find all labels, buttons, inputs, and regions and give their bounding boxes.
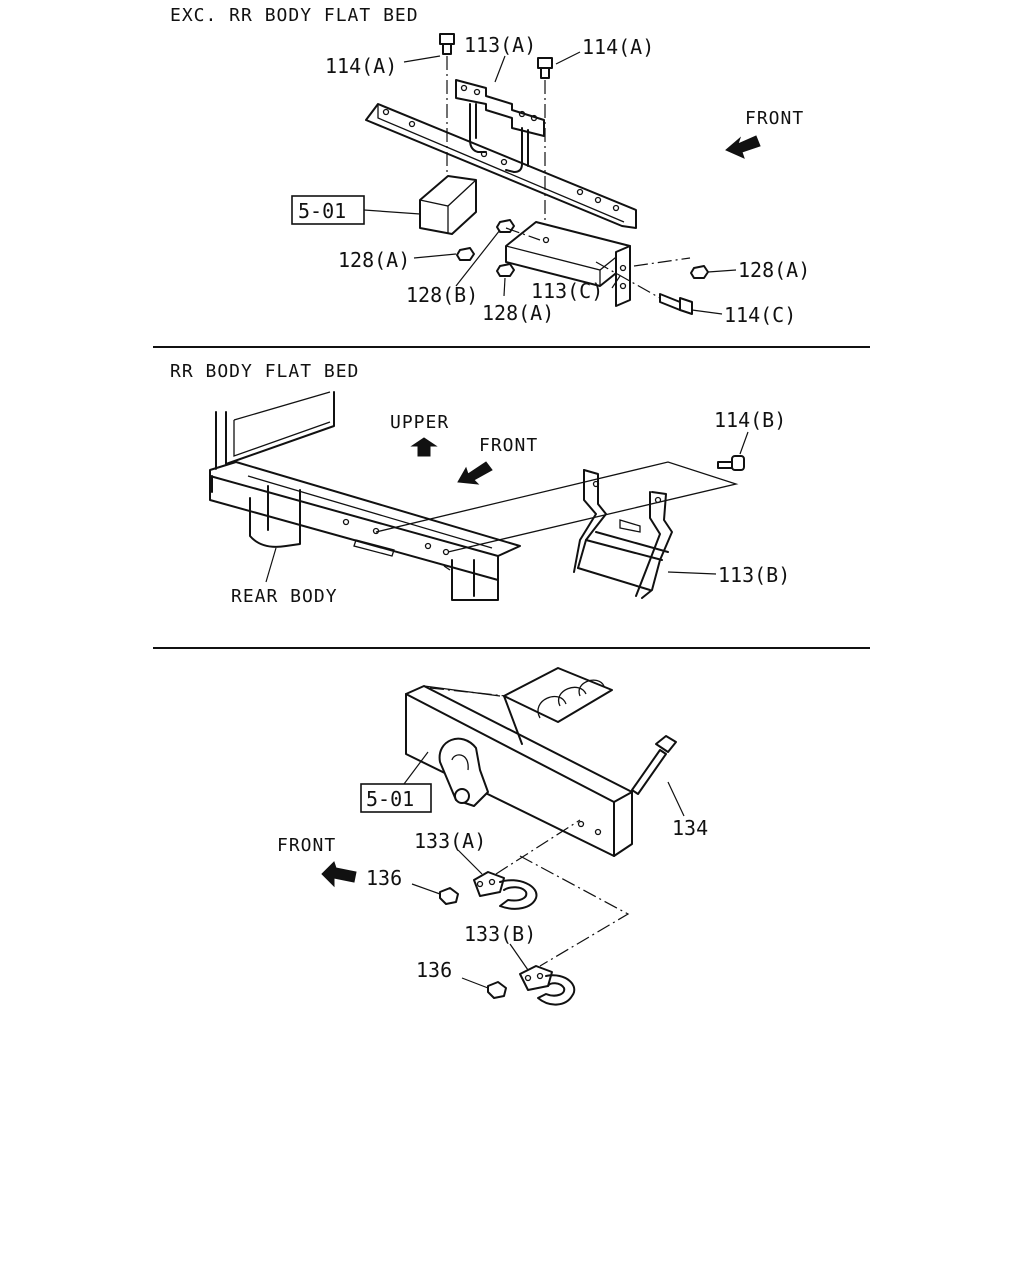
section-title-middle: RR BODY FLAT BED bbox=[170, 361, 359, 382]
front-arrow-top-icon bbox=[725, 135, 761, 159]
callout-114a-left: 114(A) bbox=[325, 54, 397, 78]
callout-136-upper: 136 bbox=[366, 866, 402, 890]
front-arrow-bottom-icon bbox=[321, 861, 357, 888]
callout-114b: 114(B) bbox=[714, 408, 786, 432]
section-title-top: EXC. RR BODY FLAT BED bbox=[170, 5, 419, 26]
nut-128a-bottom bbox=[496, 263, 515, 277]
reference-box-501-bottom bbox=[360, 783, 432, 813]
callout-128a-left: 128(A) bbox=[338, 248, 410, 272]
rear-body-label: REAR BODY bbox=[231, 586, 338, 607]
bracket-113c bbox=[505, 221, 631, 307]
crossmember-beam bbox=[503, 667, 613, 745]
front-label-middle: FRONT bbox=[479, 435, 538, 456]
bolt-114a-right bbox=[537, 57, 553, 79]
section-exc-rr-body-flat-bed: EXC. RR BODY FLAT BED bbox=[170, 5, 810, 327]
callout-128a-right: 128(A) bbox=[738, 258, 810, 282]
body-support-posts bbox=[211, 475, 499, 601]
callout-113b: 113(B) bbox=[718, 563, 790, 587]
bolt-134 bbox=[631, 735, 677, 795]
section-rr-body-flat-bed: RR BODY FLAT BED bbox=[170, 361, 790, 607]
tow-hook-133b bbox=[519, 965, 576, 1006]
front-hook-bracket bbox=[438, 737, 489, 807]
upper-label: UPPER bbox=[390, 412, 449, 433]
front-arrow-middle-icon bbox=[457, 461, 493, 485]
rear-body-panel bbox=[215, 391, 335, 470]
nut-128a-right bbox=[690, 265, 709, 279]
bolt-114b bbox=[717, 455, 745, 471]
bracket-113b bbox=[573, 469, 673, 599]
nut-136-upper bbox=[439, 887, 459, 905]
tow-hook-133a bbox=[473, 871, 538, 910]
nut-128a-left bbox=[456, 247, 475, 261]
callout-128a-bottom: 128(A) bbox=[482, 301, 554, 325]
front-label-top: FRONT bbox=[745, 108, 804, 129]
bracket-113a bbox=[455, 79, 545, 173]
callout-128b: 128(B) bbox=[406, 283, 478, 307]
callout-114a-right: 114(A) bbox=[582, 35, 654, 59]
callout-113c: 113(C) bbox=[531, 279, 603, 303]
callout-134: 134 bbox=[672, 816, 708, 840]
section-tow-hooks: 5-01 134 bbox=[277, 667, 708, 1006]
front-label-bottom: FRONT bbox=[277, 835, 336, 856]
callout-136-lower: 136 bbox=[416, 958, 452, 982]
callout-114c: 114(C) bbox=[724, 303, 796, 327]
nut-136-lower bbox=[487, 981, 507, 999]
callout-113a: 113(A) bbox=[464, 33, 536, 57]
bracket-501-top bbox=[419, 175, 477, 235]
callout-501-bottom: 5-01 bbox=[366, 787, 414, 811]
upper-arrow-icon bbox=[410, 437, 438, 457]
body-frame-rail bbox=[209, 461, 521, 581]
callout-133b: 133(B) bbox=[464, 922, 536, 946]
bolt-114a-left bbox=[439, 33, 455, 55]
bolt-114c bbox=[659, 293, 693, 315]
frame-rail bbox=[405, 685, 633, 857]
rail-bracket bbox=[365, 103, 637, 229]
callout-133a: 133(A) bbox=[414, 829, 486, 853]
callout-501-top: 5-01 bbox=[298, 199, 346, 223]
